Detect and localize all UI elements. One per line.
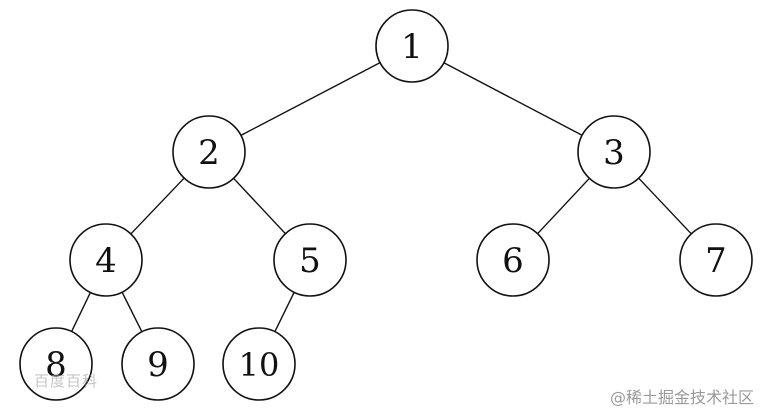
edge-2-4 (130, 177, 185, 235)
tree-node-10: 10 (222, 327, 296, 401)
node-label: 5 (299, 241, 321, 281)
node-circle (172, 115, 246, 189)
edge-3-7 (638, 177, 692, 235)
edge-5-10 (274, 292, 295, 332)
tree-node-3: 3 (577, 115, 651, 189)
tree-node-7: 7 (679, 223, 753, 297)
node-circle (69, 223, 143, 297)
tree-node-1: 1 (375, 9, 449, 83)
tree-node-9: 9 (121, 327, 195, 401)
watermark-juejin: @稀土掘金技术社区 (609, 388, 754, 407)
tree-node-8: 8 (19, 327, 93, 401)
tree-node-5: 5 (273, 223, 347, 297)
node-label: 1 (401, 27, 423, 67)
node-label: 10 (239, 346, 280, 384)
node-label: 4 (95, 241, 117, 281)
node-circle (121, 327, 195, 401)
node-circle (679, 223, 753, 297)
tree-node-6: 6 (476, 223, 550, 297)
tree-edges (70, 62, 692, 333)
edge-2-5 (233, 177, 286, 235)
edge-4-8 (70, 292, 92, 332)
tree-node-2: 2 (172, 115, 246, 189)
node-label: 8 (45, 345, 67, 385)
tree-nodes: 1 2 3 4 5 6 7 8 9 10 (19, 9, 753, 401)
watermark-baike: 百度百科 (34, 372, 99, 390)
tree-node-4: 4 (69, 223, 143, 297)
edge-1-3 (443, 62, 583, 136)
node-label: 6 (502, 241, 524, 281)
node-circle (476, 223, 550, 297)
node-label: 2 (198, 133, 220, 173)
node-circle (577, 115, 651, 189)
node-circle (222, 327, 296, 401)
edge-1-2 (240, 62, 381, 136)
node-label: 3 (603, 133, 625, 173)
edge-3-6 (537, 177, 590, 235)
node-circle (273, 223, 347, 297)
edge-4-9 (121, 291, 143, 333)
node-label: 7 (705, 241, 727, 281)
node-circle (375, 9, 449, 83)
node-circle (19, 327, 93, 401)
node-label: 9 (147, 345, 169, 385)
